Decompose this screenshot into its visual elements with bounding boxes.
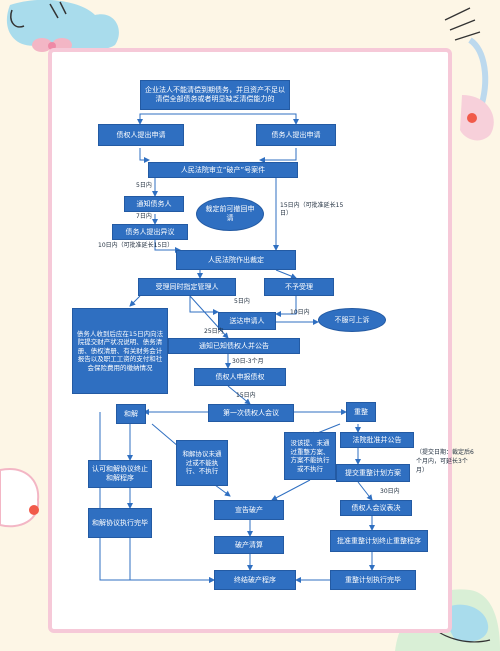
arrow <box>214 484 231 497</box>
arrow <box>214 113 299 125</box>
blue-blob-bottom <box>440 604 489 642</box>
arrow <box>275 269 297 279</box>
arrow <box>129 295 141 307</box>
node-accept-admin: 受理同时指定管理人 <box>138 278 236 296</box>
doodle-lines-right <box>444 7 481 41</box>
bow-shape <box>32 38 52 52</box>
oval-revoke: 裁定前可撤回申请 <box>196 197 264 231</box>
note-30-days-3-months: 30日-3个月 <box>232 358 264 365</box>
note-clip: （提交日期：裁定后6个月内，可延长3个月） <box>416 448 474 508</box>
node-liquidation: 破产清算 <box>214 536 284 554</box>
blue-cloud-shape <box>6 0 119 51</box>
arrow <box>357 481 373 501</box>
white-cloud-left <box>0 468 40 528</box>
doodle-curve <box>10 9 25 28</box>
arrow <box>189 295 229 339</box>
node-reorganization: 重整 <box>346 402 376 422</box>
note-5-days: 5日内 <box>136 182 152 189</box>
node-start: 企业法人不能清偿到期债务，并且资产不足以清偿全部债务或者明显缺乏清偿能力的 <box>140 80 290 110</box>
node-reorg-fail: 没该提、未通过重整方案、方案不能执行或不执行 <box>284 432 336 480</box>
arrow <box>271 479 311 501</box>
note-10-days-ext: 10日内（可批准延长15日） <box>98 242 174 249</box>
dot-red-left <box>29 505 39 515</box>
arrow <box>227 385 251 405</box>
arrow <box>259 148 297 163</box>
node-end-procedure: 终结破产程序 <box>214 570 296 590</box>
arrow <box>139 148 150 163</box>
oval-appeal: 不服可上诉 <box>318 308 386 332</box>
node-declare-claims: 债权人申报债权 <box>194 368 286 386</box>
node-first-meeting: 第一次债权人会议 <box>208 404 294 422</box>
node-debtor-objection: 债务人提出异议 <box>112 224 188 240</box>
note-7-days: 7日内 <box>136 213 152 220</box>
note-10-days-b: 10日内 <box>290 309 310 316</box>
node-court-ruling: 人民法院作出裁定 <box>176 250 296 270</box>
node-recon-done: 和解协议执行完毕 <box>88 508 152 538</box>
node-court-review: 人民法院审立“破产”号案件 <box>148 162 298 178</box>
doodle-line <box>49 3 59 19</box>
node-submit-plan: 提交重整计划方案 <box>336 464 410 482</box>
note-5-days-b: 5日内 <box>234 298 250 305</box>
node-not-accept: 不予受理 <box>264 278 334 296</box>
note-15-days-ext: 15日内（可批准延长15日） <box>280 202 344 217</box>
note-30-days: 30日内 <box>380 488 400 495</box>
arrow <box>154 240 181 253</box>
arrow <box>99 412 215 583</box>
arrow <box>275 296 297 317</box>
node-notify-debtor: 通知债务人 <box>124 196 184 212</box>
node-creditor-vote: 债权人会议表决 <box>340 500 412 516</box>
arrow <box>129 538 215 583</box>
node-reconciliation: 和解 <box>116 404 146 424</box>
node-announce: 通知已知债权人并公告 <box>168 338 300 354</box>
dot-red <box>467 113 477 123</box>
doodle-line <box>59 1 67 15</box>
node-debtor-apply: 债务人提出申请 <box>256 124 336 146</box>
node-creditor-apply: 债权人提出申请 <box>98 124 184 146</box>
node-approve-plan-end: 批准重整计划终止重整程序 <box>330 530 428 552</box>
note-25-days: 25日内 <box>204 328 224 335</box>
node-approve-recon: 认可和解协议终止和解程序 <box>88 460 152 488</box>
node-deliver-applicant: 送达申请人 <box>218 312 276 330</box>
node-declare-bankrupt: 宣告破产 <box>214 500 284 520</box>
node-plan-done: 重整计划执行完毕 <box>330 570 416 590</box>
node-recon-fail: 和解协议未通过或不能执行、不执行 <box>176 440 228 486</box>
arrow <box>137 113 214 125</box>
note-15-days: 15日内 <box>236 392 256 399</box>
node-court-approve-announce: 法院批准并公告 <box>340 432 414 448</box>
node-debtor-duties: 债务人收到后应在15日内向法院提交财产状况说明、债务清册、债权清册、有关财务会计… <box>72 308 168 394</box>
arrow <box>189 296 219 315</box>
note-submission-deadline: （提交日期：裁定后6个月内，可延长3个月） <box>416 449 474 474</box>
